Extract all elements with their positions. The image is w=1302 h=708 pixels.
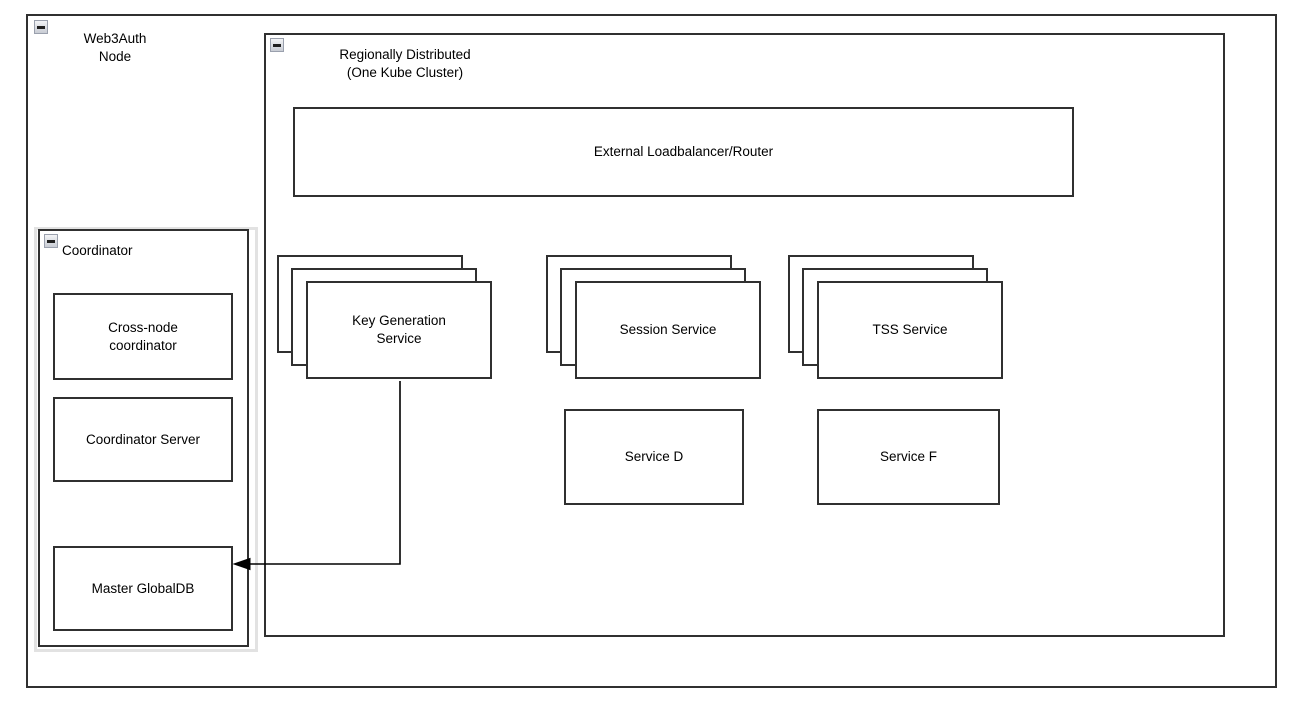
stack-tss-service[interactable]: TSS Service xyxy=(788,255,1003,381)
stack-key-generation-service[interactable]: Key Generation Service xyxy=(277,255,492,381)
collapse-minus-icon-web3auth-node[interactable] xyxy=(34,20,48,34)
label-coordinator: Coordinator xyxy=(62,243,133,258)
label-cross-node-coordinator: Cross-node coordinator xyxy=(108,319,178,353)
collapse-minus-icon-coordinator[interactable] xyxy=(44,234,58,248)
label-key-generation-service: Key Generation Service xyxy=(352,313,446,346)
box-master-globaldb[interactable]: Master GlobalDB xyxy=(53,546,233,631)
box-cross-node-coordinator[interactable]: Cross-node coordinator xyxy=(53,293,233,380)
label-session-service: Session Service xyxy=(619,322,717,337)
stack-session-service[interactable]: Session Service xyxy=(546,255,761,381)
label-web3auth-node: Web3Auth Node xyxy=(83,31,147,64)
label-coordinator-server: Coordinator Server xyxy=(85,431,201,447)
stack-layer-front[interactable]: Session Service xyxy=(575,281,761,379)
label-kube-cluster: Regionally Distributed (One Kube Cluster… xyxy=(339,47,471,80)
box-service-f[interactable]: Service F xyxy=(817,409,1000,505)
stack-layer-front[interactable]: TSS Service xyxy=(817,281,1003,379)
label-master-globaldb: Master GlobalDB xyxy=(91,580,195,596)
label-tss-service: TSS Service xyxy=(872,322,948,337)
box-coordinator-server[interactable]: Coordinator Server xyxy=(53,397,233,482)
label-service-f: Service F xyxy=(879,449,937,464)
label-service-d: Service D xyxy=(624,449,684,464)
label-external-loadbalancer-router: External Loadbalancer/Router xyxy=(593,144,774,159)
box-external-loadbalancer-router[interactable]: External Loadbalancer/Router xyxy=(293,107,1074,197)
stack-layer-front[interactable]: Key Generation Service xyxy=(306,281,492,379)
collapse-minus-icon-kube-cluster[interactable] xyxy=(270,38,284,52)
box-service-d[interactable]: Service D xyxy=(564,409,744,505)
